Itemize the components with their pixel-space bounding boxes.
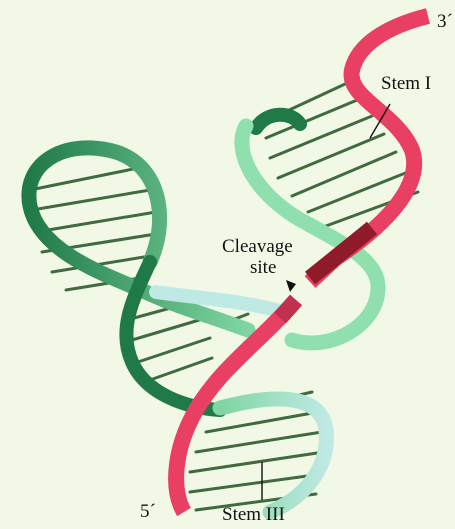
stem-three-label: Stem III [222,505,285,524]
ribozyme-strand [29,115,378,512]
cleavage-arrow-icon [286,280,296,292]
site-label: site [250,258,276,277]
cleavage-label: Cleavage [222,237,293,256]
three-prime-label: 3´ [437,12,453,31]
stem-one-label: Stem I [381,74,431,93]
cleavage-gap [296,281,314,300]
five-prime-label: 5´ [140,502,156,521]
